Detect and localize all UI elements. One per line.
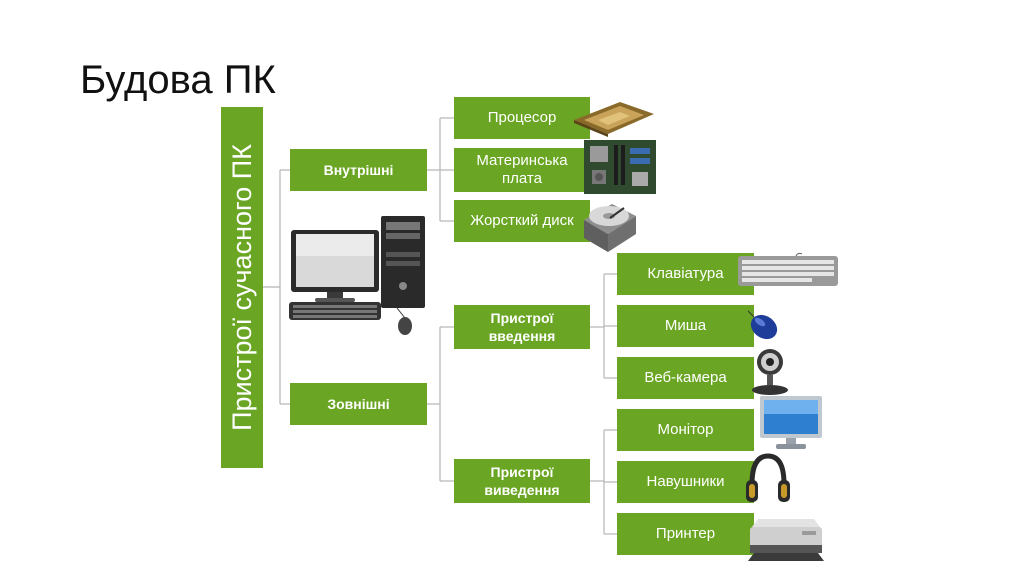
webcam-label: Веб-камера — [644, 369, 727, 386]
output-devices-label: Пристрої виведення — [484, 464, 560, 498]
monitor-label: Монітор — [657, 421, 714, 438]
hdd-label: Жорсткий диск — [470, 212, 574, 229]
motherboard-box: Материнська плата — [454, 148, 590, 192]
mouse-label: Миша — [664, 317, 707, 334]
root-box: Пристрої сучасного ПК — [221, 107, 263, 468]
headphones-label: Навушники — [646, 473, 725, 490]
motherboard-icon — [584, 140, 656, 194]
monitor-icon — [760, 396, 822, 449]
cpu-chip-icon — [574, 102, 654, 137]
external-label: Зовнішні — [327, 396, 390, 412]
slide-title: Будова ПК — [80, 58, 276, 102]
mouse-icon — [747, 310, 778, 340]
internal-label: Внутрішні — [323, 162, 394, 178]
printer-label: Принтер — [655, 525, 716, 542]
keyboard-icon — [738, 252, 838, 286]
webcam-box: Веб-камера — [617, 357, 754, 399]
printer-icon — [748, 519, 824, 561]
motherboard-label: Материнська плата — [476, 152, 568, 187]
cpu-box: Процесор — [454, 97, 590, 139]
cpu-label: Процесор — [487, 109, 557, 126]
webcam-icon — [752, 349, 788, 395]
input-devices-box: Пристрої введення — [454, 305, 590, 349]
printer-box: Принтер — [617, 513, 754, 555]
headphones-icon — [746, 453, 790, 502]
headphones-box: Навушники — [617, 461, 754, 503]
computer-set-icon — [289, 216, 425, 335]
output-devices-box: Пристрої виведення — [454, 459, 590, 503]
hard-disk-icon — [584, 204, 636, 252]
hdd-box: Жорсткий диск — [454, 200, 590, 242]
external-box: Зовнішні — [290, 383, 427, 425]
internal-box: Внутрішні — [290, 149, 427, 191]
keyboard-label: Клавіатура — [647, 265, 724, 282]
mouse-box: Миша — [617, 305, 754, 347]
input-devices-label: Пристрої введення — [488, 310, 556, 344]
keyboard-box: Клавіатура — [617, 253, 754, 295]
monitor-box: Монітор — [617, 409, 754, 451]
